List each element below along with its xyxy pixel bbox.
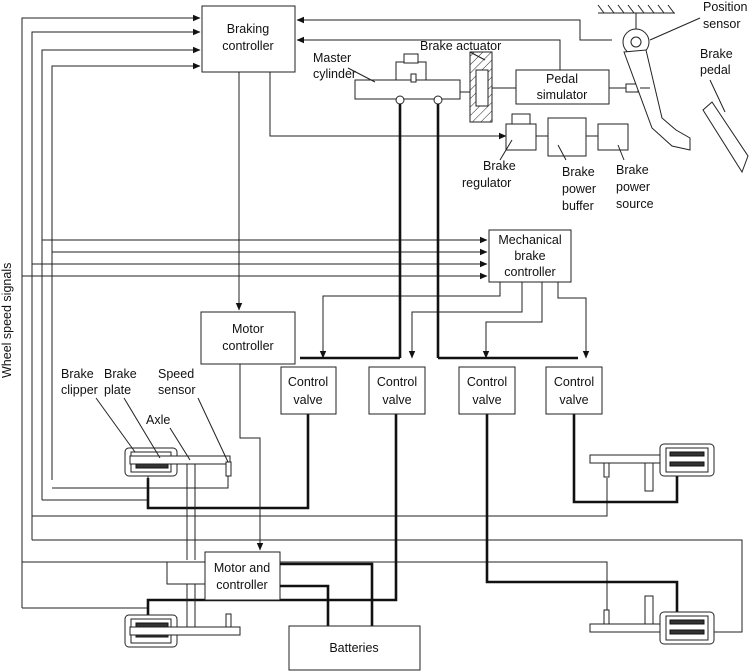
mechanical-controller-outputs xyxy=(319,282,590,359)
wheel-assembly-rear-right xyxy=(589,595,715,645)
brake-clipper-label-2: clipper xyxy=(61,383,98,397)
pedal-simulator-label-2: simulator xyxy=(537,88,588,102)
control-valve-3-label-2: valve xyxy=(472,393,501,407)
brake-pedal-assembly xyxy=(597,4,749,174)
motor-and-controller-label-2: controller xyxy=(216,578,267,592)
brake-plate-label-2: plate xyxy=(104,383,131,397)
wheel-assembly-front-right xyxy=(589,443,715,492)
batteries-label: Batteries xyxy=(329,641,378,655)
motor-controller-label-2: controller xyxy=(222,339,273,353)
brake-power-buffer-label-1: Brake xyxy=(562,165,595,179)
brake-power-buffer-label-3: buffer xyxy=(562,199,594,213)
actuator-feedback-line xyxy=(296,36,561,70)
wheel-assembly-rear-left xyxy=(124,613,241,648)
brake-power-source-label-2: power xyxy=(616,180,650,194)
mechanical-brake-controller-label-2: brake xyxy=(514,249,545,263)
brake-actuator-label: Brake actuator xyxy=(420,39,501,53)
hydraulic-lines xyxy=(146,104,679,618)
position-sensor-label-2: sensor xyxy=(703,17,741,31)
control-valve-1-label-2: valve xyxy=(293,393,322,407)
mechanical-brake-controller-label-3: controller xyxy=(504,265,555,279)
master-cylinder-label-1: Master xyxy=(313,51,351,65)
speed-sensor-label-2: sensor xyxy=(158,383,196,397)
control-valve-2: Control valve xyxy=(368,366,426,415)
control-valve-3-label-1: Control xyxy=(467,375,507,389)
power-line-2 xyxy=(280,584,330,626)
control-valve-1-label-1: Control xyxy=(288,375,328,389)
motor-and-controller-label-1: Motor and xyxy=(214,561,270,575)
braking-to-brake-regulator-line xyxy=(269,72,507,140)
brake-regulator-label-2: regulator xyxy=(462,176,511,190)
pedal-simulator-label-1: Pedal xyxy=(546,72,578,86)
wheel-assembly-front-left xyxy=(124,447,232,560)
batteries: Batteries xyxy=(288,625,421,671)
brake-power-source-label-3: source xyxy=(616,197,654,211)
master-cylinder xyxy=(354,53,470,105)
brake-power-source-label-1: Brake xyxy=(616,163,649,177)
brake-clipper-label-1: Brake xyxy=(61,367,94,381)
control-valve-3: Control valve xyxy=(458,366,516,415)
brake-power-source xyxy=(597,123,629,151)
control-valve-2-label-1: Control xyxy=(377,375,417,389)
motor-and-controller: Motor and controller xyxy=(204,551,281,601)
brake-pedal-label-1: Brake xyxy=(700,47,733,61)
brake-power-buffer-label-2: power xyxy=(562,182,596,196)
motor-controller-label-1: Motor xyxy=(232,322,264,336)
brake-power-buffer xyxy=(547,117,598,157)
braking-controller-label-2: controller xyxy=(222,39,273,53)
braking-controller: Braking controller xyxy=(201,5,296,73)
brake-pedal-label-2: pedal xyxy=(700,63,731,77)
position-sensor-label-1: Position xyxy=(703,0,748,14)
power-line-1 xyxy=(280,562,374,626)
braking-controller-label-1: Braking xyxy=(227,22,269,36)
motor-controller-output-line xyxy=(239,364,264,551)
wheel-speed-signals-label: Wheel speed signals xyxy=(0,263,14,378)
control-valve-4: Control valve xyxy=(545,366,603,415)
mechanical-brake-controller: Mechanical brake controller xyxy=(488,229,572,283)
mechanical-brake-controller-label-1: Mechanical xyxy=(498,233,561,247)
master-cylinder-label-2: cylinder xyxy=(313,67,356,81)
motor-controller: Motor controller xyxy=(200,311,296,365)
brake-regulator xyxy=(505,113,548,151)
position-sensor-feedback-line xyxy=(296,16,612,41)
brake-actuator xyxy=(469,51,516,123)
wheel-speed-signal-lines xyxy=(21,14,743,633)
pedal-simulator: Pedal simulator xyxy=(515,69,639,105)
control-valve-4-label-2: valve xyxy=(559,393,588,407)
control-valve-1: Control valve xyxy=(280,366,337,415)
control-valve-4-label-1: Control xyxy=(554,375,594,389)
control-valve-2-label-2: valve xyxy=(382,393,411,407)
brake-regulator-label-1: Brake xyxy=(483,159,516,173)
axle-label: Axle xyxy=(146,413,170,427)
brake-plate-label-1: Brake xyxy=(104,367,137,381)
speed-sensor-label-1: Speed xyxy=(158,367,194,381)
